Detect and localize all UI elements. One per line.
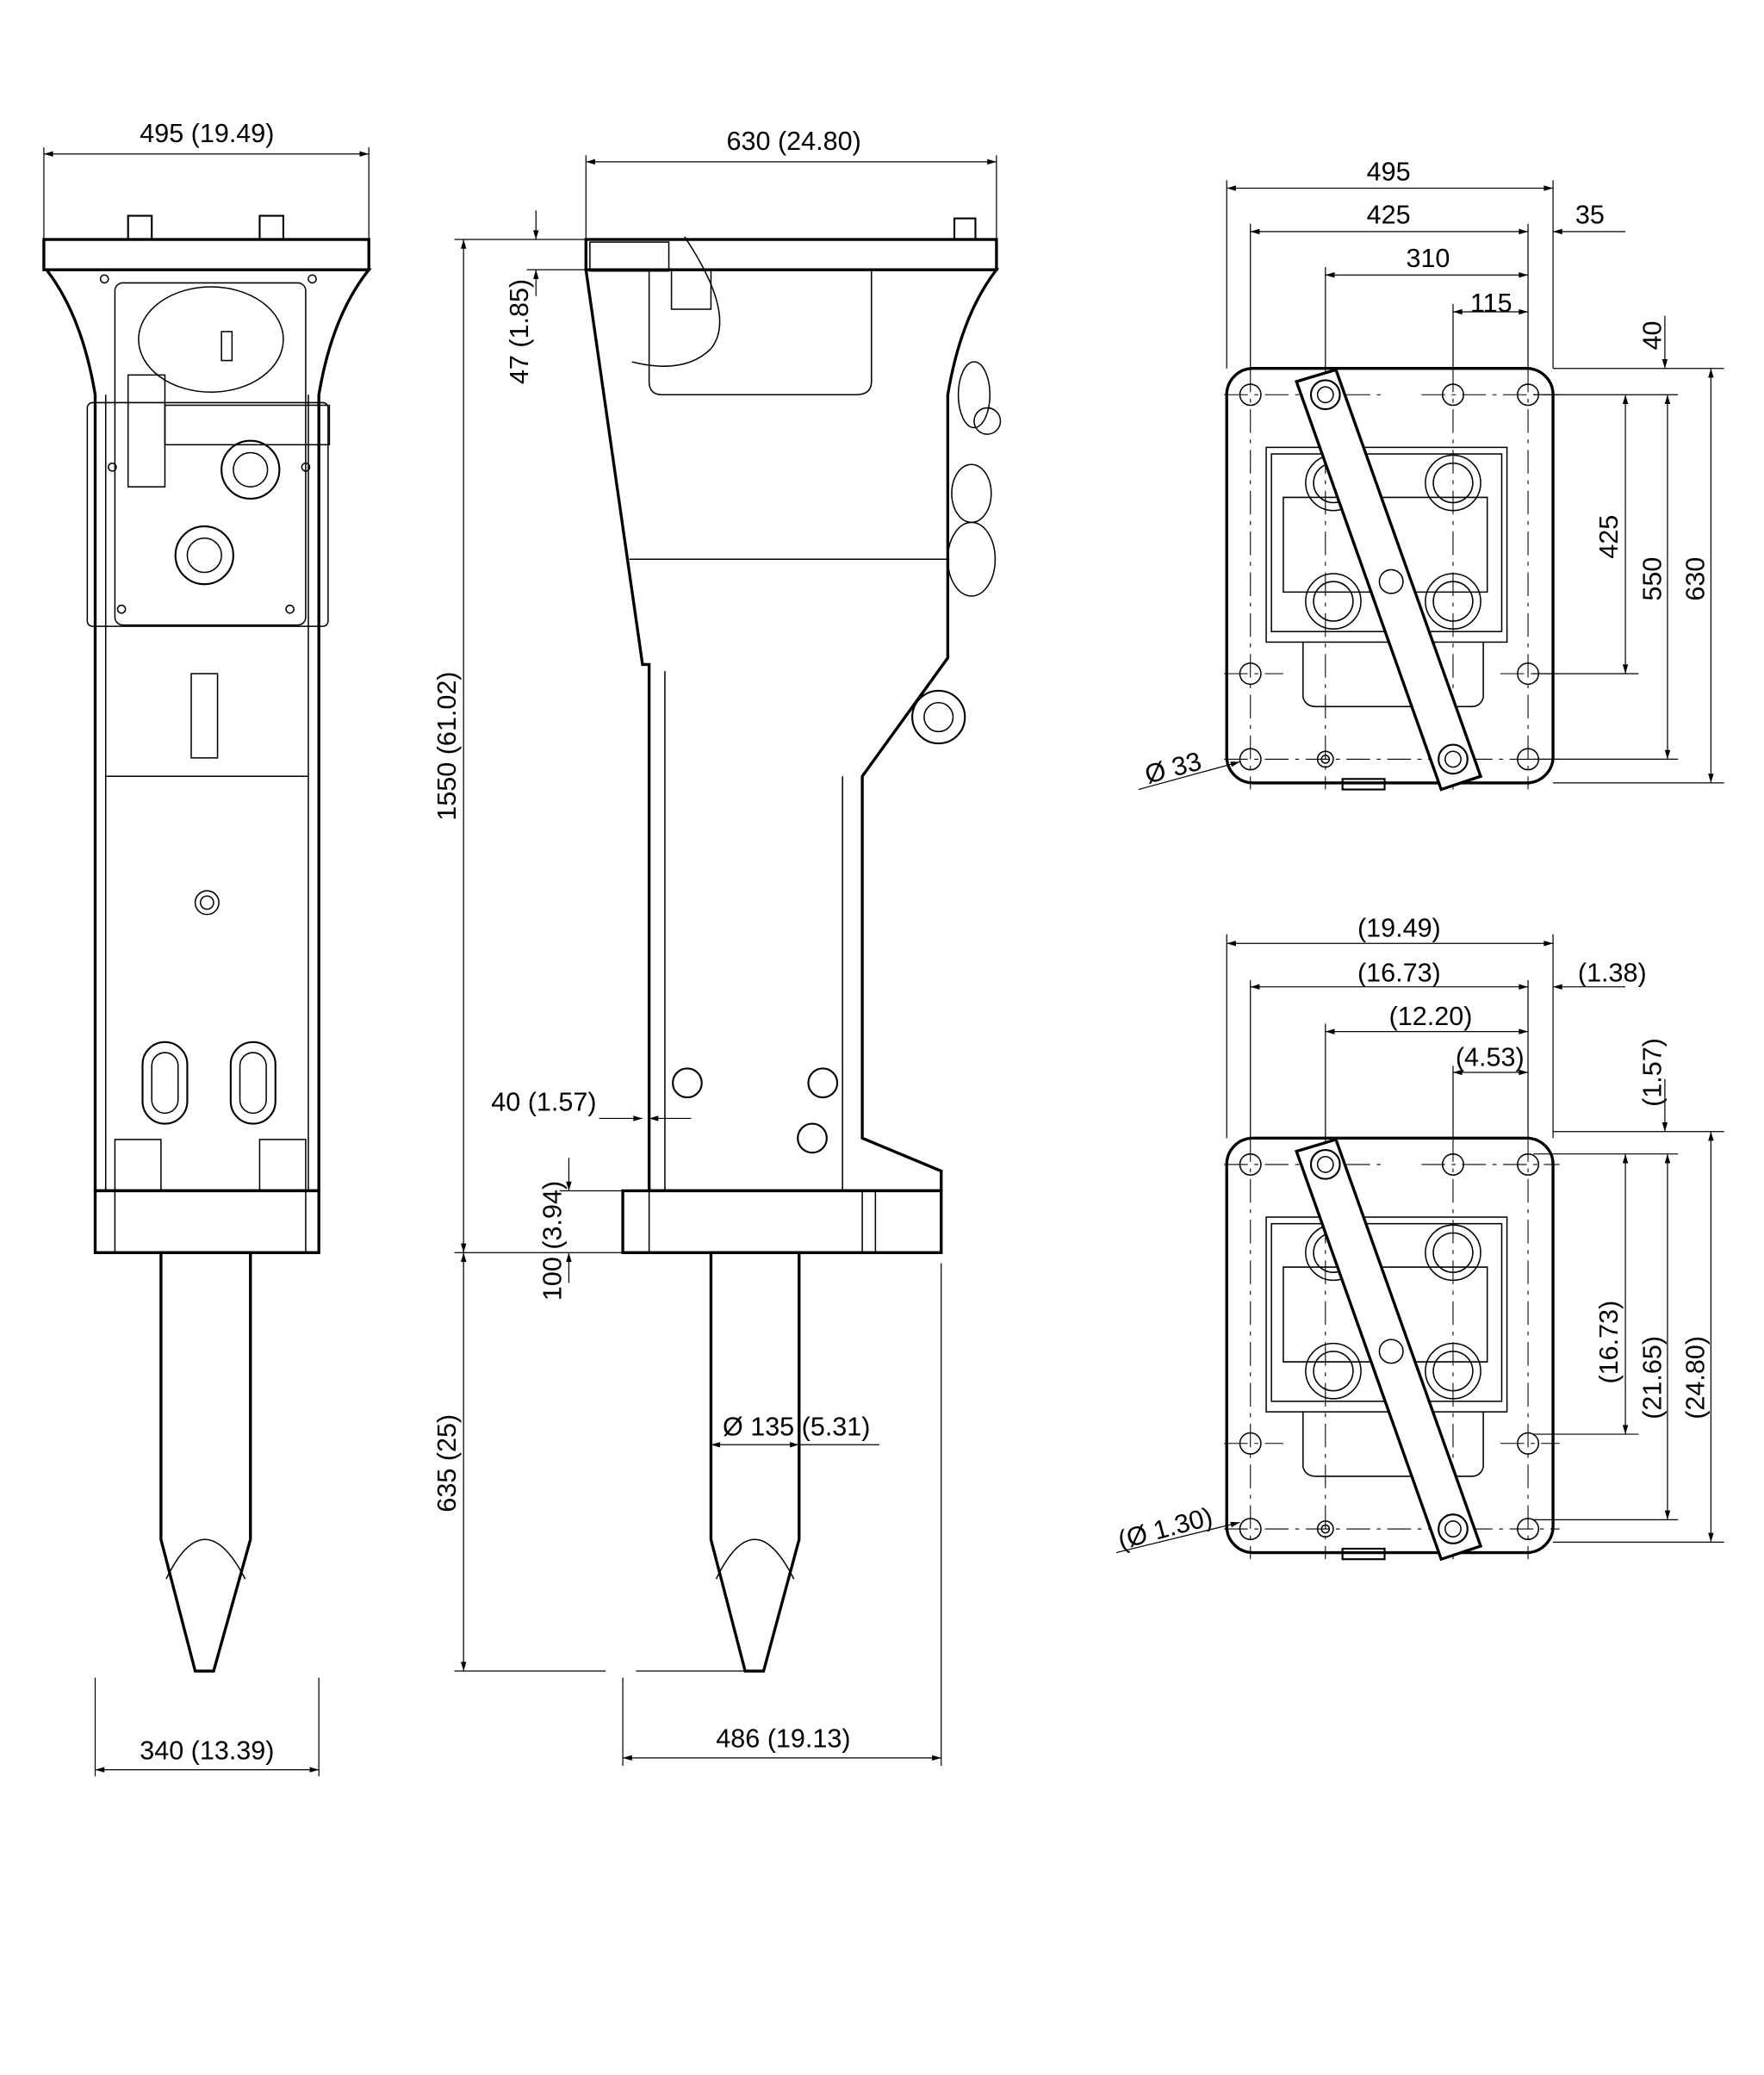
dim-plate-top-edge: 40: [1637, 321, 1667, 351]
dim-tool-diameter: Ø 135 (5.31): [723, 1413, 871, 1442]
dim-plate-h-holes-in: (21.65): [1637, 1336, 1667, 1420]
dim-hole-diameter: Ø 33: [1142, 747, 1205, 790]
dim-side-width-bottom: 486 (19.13): [716, 1724, 850, 1754]
dim-plate-edge-in: (1.38): [1578, 959, 1647, 988]
dim-plate-thickness: 47 (1.85): [505, 279, 534, 384]
dim-plate-h-inner-in: (16.73): [1594, 1301, 1624, 1384]
dim-plate-width-small: 115: [1470, 289, 1512, 318]
dim-front-width-bottom: 340 (13.39): [140, 1736, 274, 1765]
dim-front-width-top: 495 (19.49): [140, 119, 274, 148]
dim-plate-h-holes: 550: [1637, 557, 1667, 601]
side-view: 630 (24.80) 1550 (61.02) 47 (1.85) 40 (1…: [432, 127, 1002, 1767]
dim-plate-h-total-in: (24.80): [1681, 1336, 1711, 1420]
front-view: 495 (19.49) 340 (13.39): [42, 119, 372, 1777]
dim-side-width-top: 630 (24.80): [727, 127, 861, 156]
dim-plate-h-total: 630: [1681, 557, 1711, 601]
plate-view-inch: (19.49) (16.73) (1.38) (12.20) (4.53) (1…: [1115, 914, 1724, 1561]
dim-plate-width-total-in: (19.49): [1357, 914, 1441, 943]
dim-side-height: 1550 (61.02): [432, 672, 462, 821]
dim-plate-width-small-in: (4.53): [1456, 1042, 1525, 1072]
dim-plate-edge: 35: [1575, 201, 1605, 230]
dim-hole-diameter-in: (Ø 1.30): [1115, 1502, 1215, 1556]
dim-collar-height: 100 (3.94): [537, 1181, 567, 1301]
dim-plate-top-edge-in: (1.57): [1637, 1038, 1667, 1107]
dim-plate-width-mid: 310: [1406, 244, 1450, 273]
plate-view-mm: 495 425 35 310 115 40 425 550 630 Ø 33: [1138, 157, 1724, 792]
dim-tool-length: 635 (25): [432, 1414, 462, 1513]
dim-plate-width-total: 495: [1367, 157, 1411, 186]
dim-offset: 40 (1.57): [491, 1087, 596, 1116]
dim-plate-width-mid-in: (12.20): [1389, 1002, 1473, 1031]
dim-plate-width-holes-in: (16.73): [1357, 959, 1441, 988]
dim-plate-width-holes: 425: [1367, 201, 1411, 230]
dim-plate-h-inner: 425: [1594, 515, 1624, 559]
